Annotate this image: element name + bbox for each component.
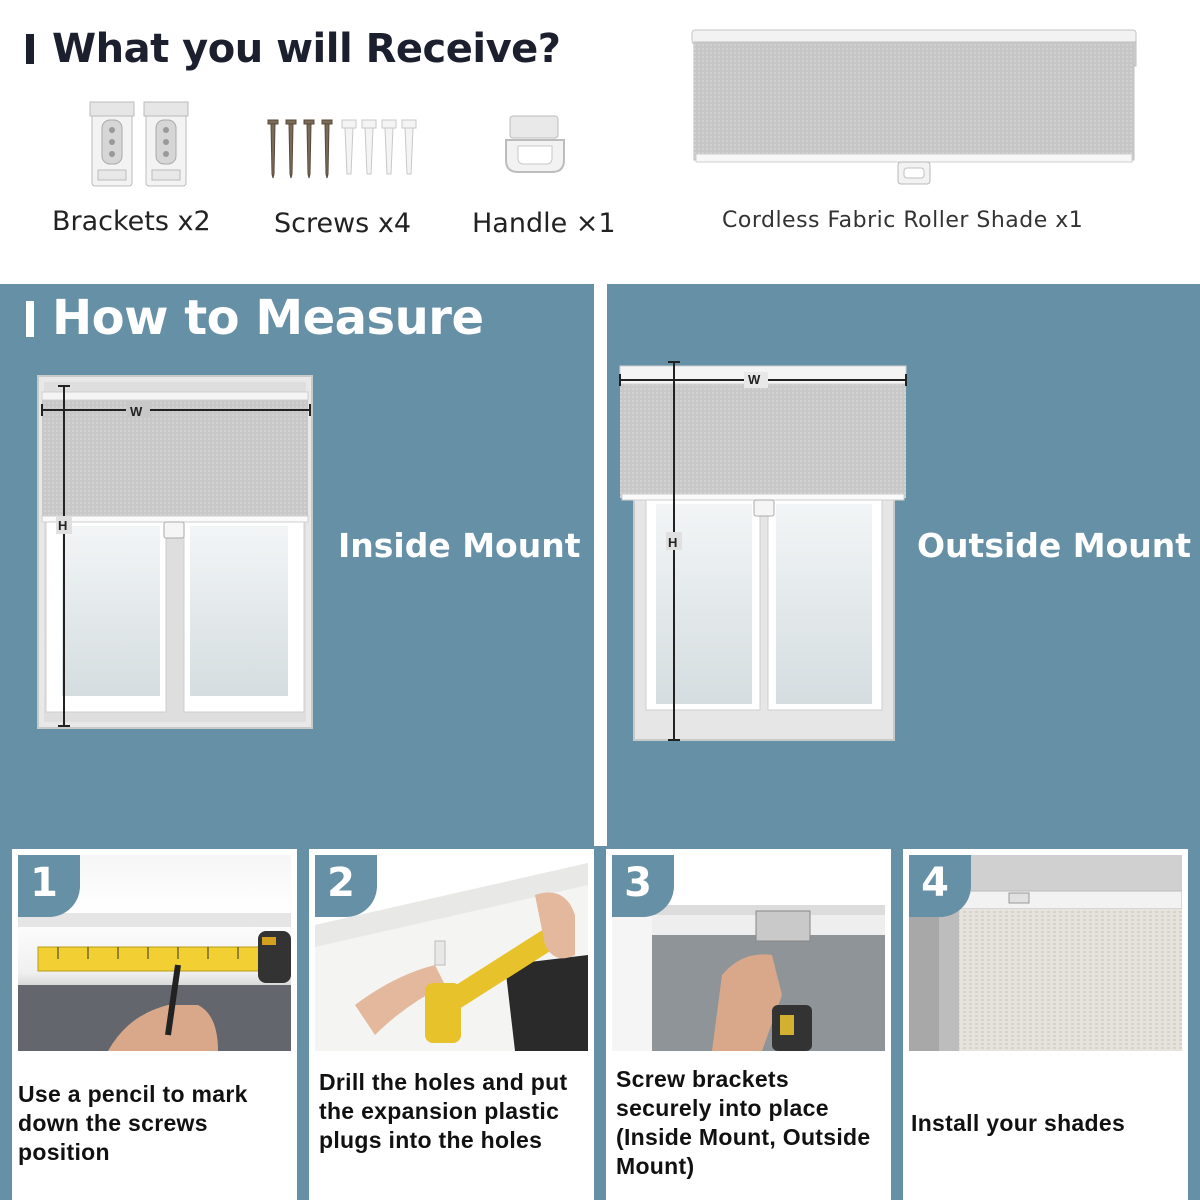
- step-1-text: Use a pencil to mark down the screws pos…: [18, 1081, 248, 1165]
- outside-mount-label: Outside Mount: [917, 526, 1192, 565]
- outside-width-label: W: [748, 372, 761, 387]
- hammer-illustration: [315, 855, 588, 1051]
- inside-height-label: H: [58, 518, 68, 533]
- receive-section: What you will Receive? Brackets x2: [0, 0, 1200, 284]
- title-bar-icon: [26, 301, 34, 337]
- step-1-number: 1: [18, 855, 80, 917]
- tape-measure-illustration: [18, 913, 291, 1051]
- receive-title-text: What you will Receive?: [52, 26, 561, 72]
- step-2-photo: [315, 855, 588, 1051]
- outside-height-label: H: [668, 535, 678, 550]
- outside-mount-window-illustration: [619, 361, 907, 741]
- inside-mount-label: Inside Mount: [338, 526, 581, 565]
- screws-label: Screws x4: [274, 208, 411, 239]
- step-4-text: Install your shades: [911, 1110, 1126, 1136]
- step-card-2: 2 Drill the holes and put the expansion …: [309, 849, 594, 1200]
- brackets-label: Brackets x2: [52, 206, 211, 237]
- step-card-1: 1 Use a pencil to mark down the screws p…: [12, 849, 297, 1200]
- measure-title-text: How to Measure: [52, 290, 484, 346]
- step-4-number: 4: [909, 855, 971, 917]
- step-3-text: Screw brackets securely into place (Insi…: [616, 1066, 871, 1179]
- handle-icon: [505, 115, 565, 173]
- step-2-number: 2: [315, 855, 377, 917]
- step-card-3: 3 Screw brackets securely into place (In…: [606, 849, 891, 1200]
- step-card-4: 4 Install your shades: [903, 849, 1188, 1200]
- measure-title: How to Measure: [26, 290, 484, 346]
- inside-width-label: W: [130, 404, 143, 419]
- screw-icon: [267, 119, 417, 179]
- panel-divider: [594, 284, 607, 846]
- title-bar-icon: [26, 34, 34, 64]
- step-2-text: Drill the holes and put the expansion pl…: [319, 1069, 568, 1153]
- inside-mount-window-illustration: [37, 375, 313, 729]
- bracket-icon: [89, 101, 189, 187]
- installed-shade-illustration: [909, 855, 1182, 1051]
- shade-label: Cordless Fabric Roller Shade x1: [722, 208, 1084, 233]
- receive-title: What you will Receive?: [26, 26, 561, 72]
- roller-shade-icon: [691, 29, 1137, 185]
- step-3-number: 3: [612, 855, 674, 917]
- handle-label: Handle ×1: [472, 208, 616, 239]
